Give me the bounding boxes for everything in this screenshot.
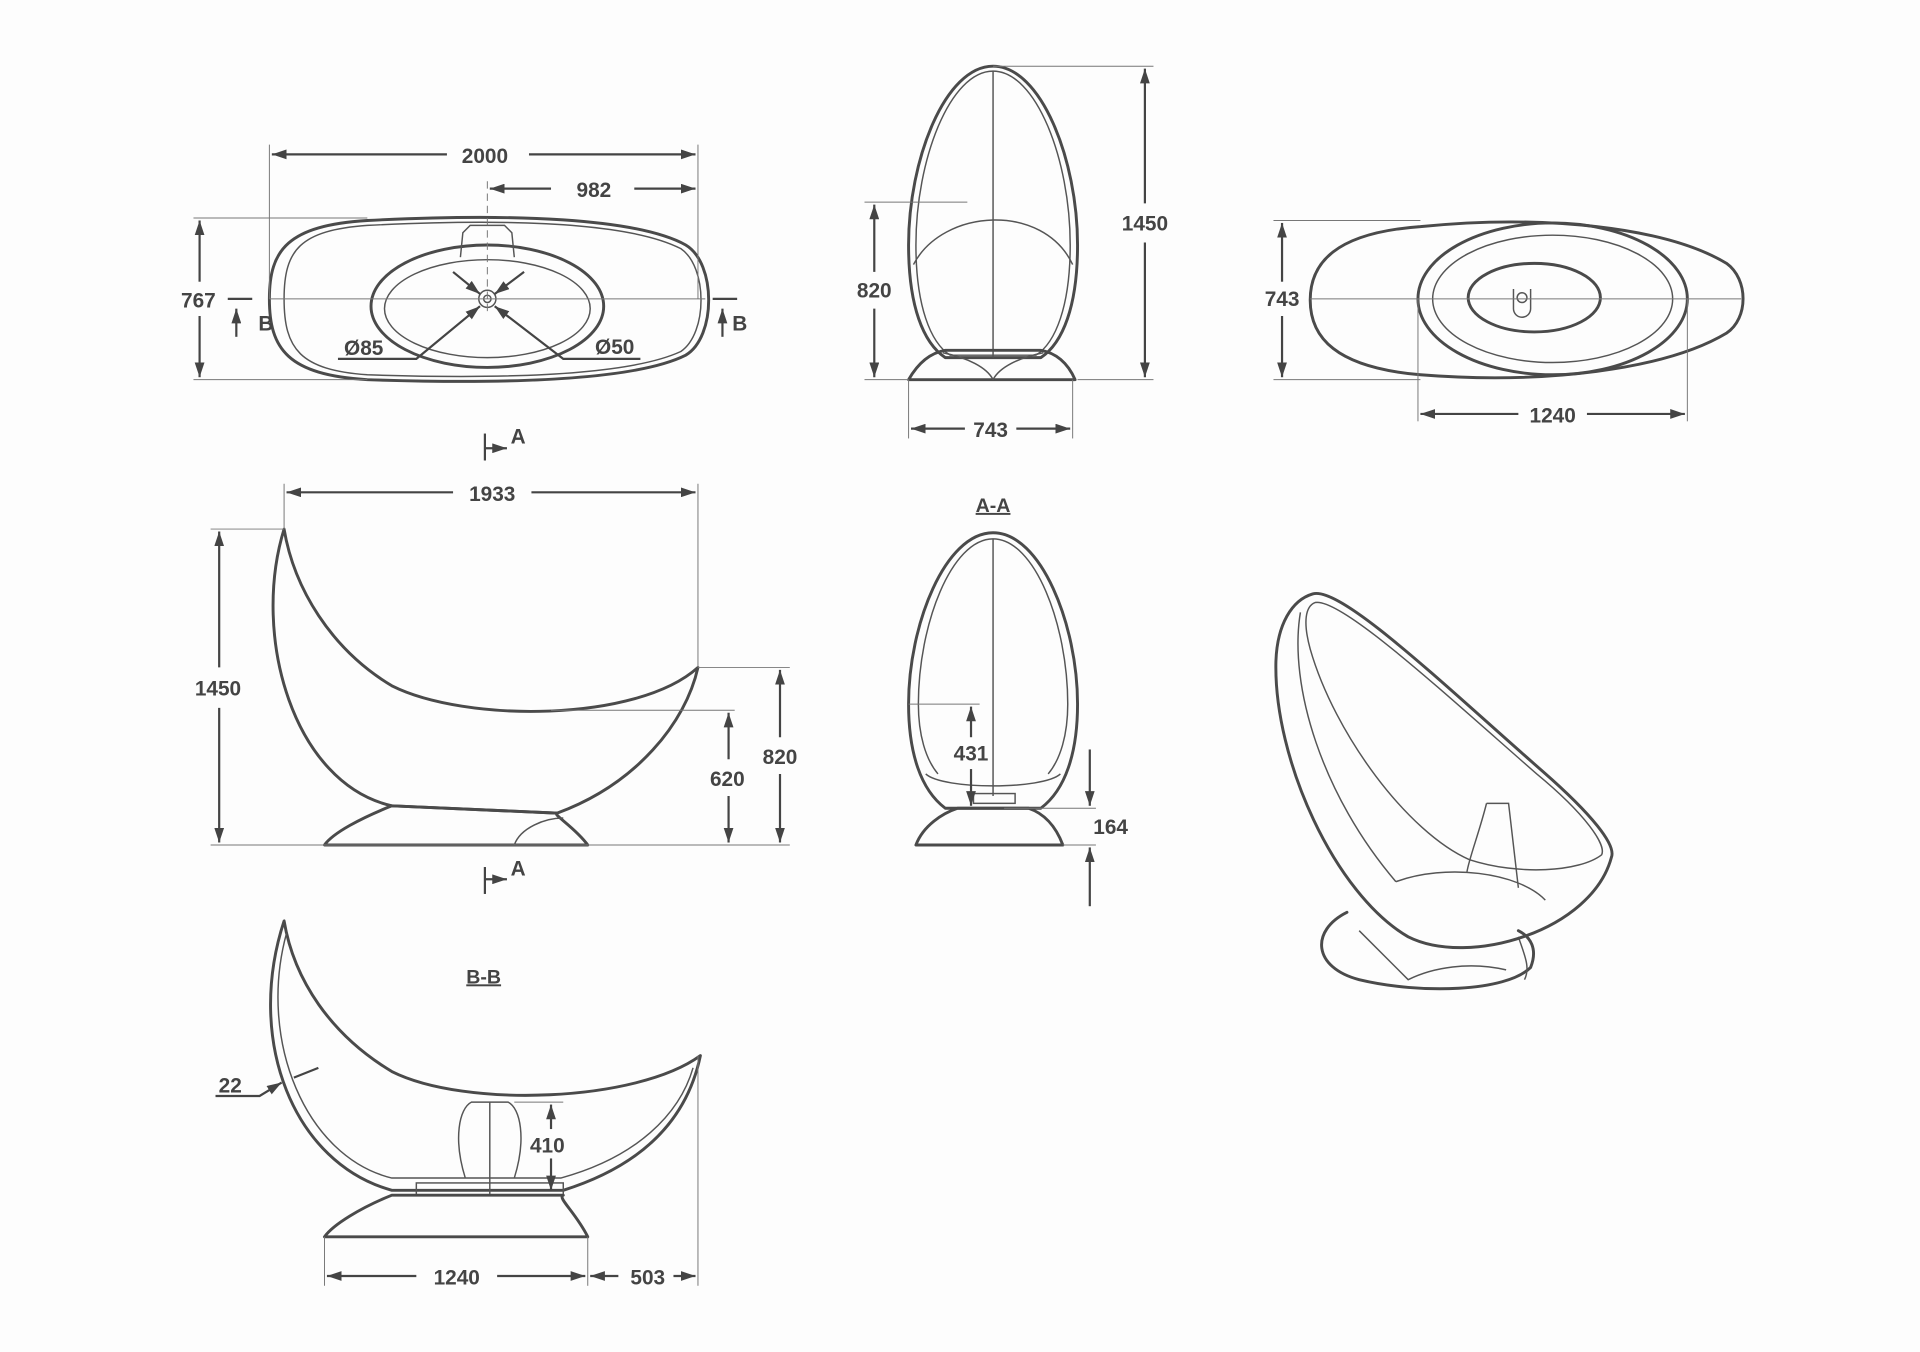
section-mark-a-top: A: [511, 425, 526, 448]
side-view: 1933 1450 820 620 A A: [195, 425, 798, 894]
dim-drain-outer: Ø85: [344, 337, 383, 360]
dim-section-b-wall: 22: [219, 1074, 242, 1097]
dim-section-b-headrest: 410: [530, 1134, 565, 1157]
dim-width: 767: [181, 289, 216, 312]
dim-section-b-overhang: 503: [630, 1267, 665, 1290]
section-mark-b-left: B: [258, 313, 273, 336]
plan-view: 2000 982 767 Ø85 Ø50 B B: [181, 144, 747, 383]
dim-side-length: 1933: [469, 483, 515, 506]
dim-front-height: 1450: [1122, 212, 1168, 235]
dim-section-a-base-height: 164: [1093, 816, 1128, 839]
section-mark-a-bottom: A: [511, 858, 526, 881]
dim-front-width: 743: [973, 419, 1008, 442]
dim-front-rim-height: 820: [857, 280, 892, 303]
top-right-view: 743 1240: [1265, 220, 1745, 428]
perspective-view: [1274, 592, 1614, 991]
section-a-title: A-A: [976, 495, 1011, 517]
dim-section-a-depth: 431: [954, 742, 989, 765]
dim-section-b-base: 1240: [434, 1267, 480, 1290]
front-view: 1450 820 743: [857, 64, 1168, 442]
dim-top-base-length: 1240: [1530, 405, 1576, 428]
section-b-title: B-B: [466, 966, 501, 988]
dim-drain-inner: Ø50: [595, 336, 634, 359]
dim-side-inner-rim: 620: [710, 768, 745, 791]
dim-drain-offset: 982: [577, 179, 612, 202]
section-a-a: A-A 431 164: [907, 495, 1128, 907]
section-mark-b-right: B: [732, 313, 747, 336]
dim-top-width: 743: [1265, 288, 1300, 311]
dim-length: 2000: [462, 145, 508, 168]
section-b-b: B-B 1240 503 410 22: [215, 919, 702, 1290]
dim-side-rim-height: 820: [763, 746, 798, 769]
dim-side-height: 1450: [195, 678, 241, 701]
